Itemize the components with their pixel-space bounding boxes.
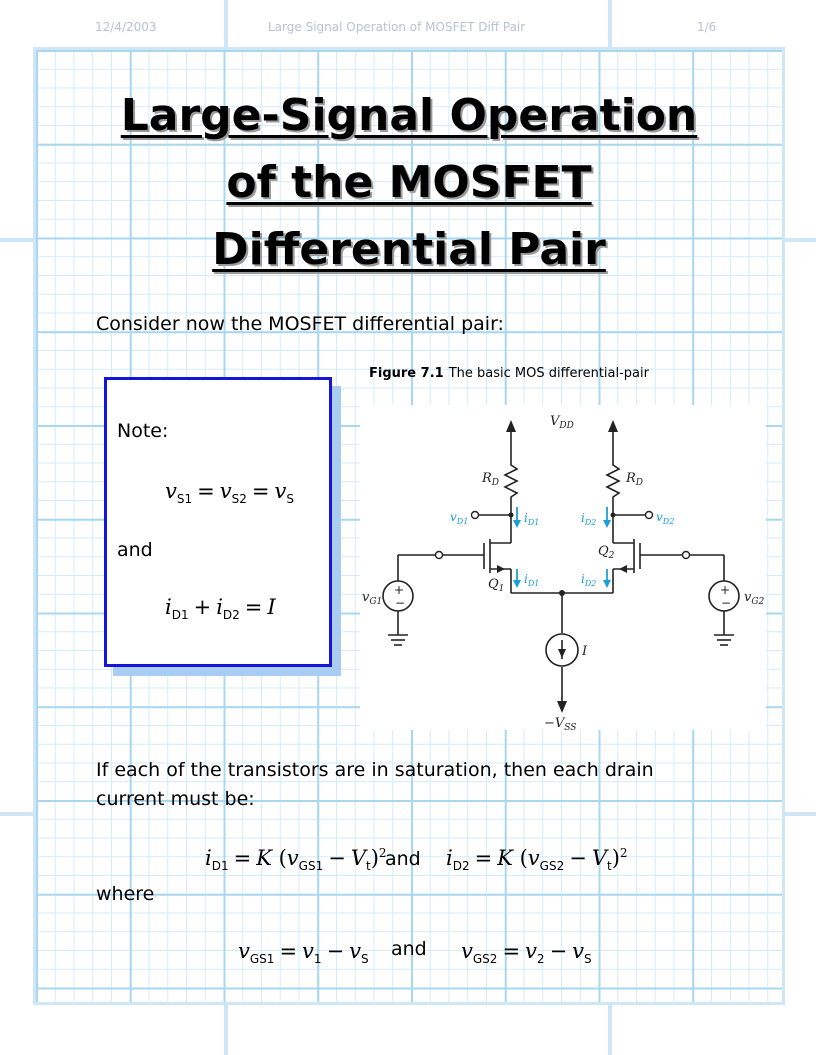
title-line-1: Large-Signal Operation [120, 90, 698, 141]
and-label-2: and [391, 938, 427, 960]
label-id1-top: iD1 [524, 511, 539, 527]
note-box: Note: vS1=vS2=vS and iD1+iD2=I [104, 377, 332, 667]
label-rd-left: RD [481, 471, 499, 488]
graph-paper [33, 47, 785, 1005]
label-vg1: vG1 [362, 590, 382, 607]
circuit-diagram: + − + − VDD RD RD Q1 Q2 vG1 vG2 I −VSS v… [362, 414, 765, 733]
label-vg2: vG2 [744, 590, 765, 607]
equation-vgs2: vGS2=v2−vS [461, 939, 592, 967]
circuit-figure: + − + − VDD RD RD Q1 Q2 vG1 vG2 I −VSS v… [360, 405, 766, 733]
label-q2: Q2 [598, 544, 615, 561]
figure-caption-text: The basic MOS differential-pair [448, 366, 649, 381]
label-id2-top: iD2 [581, 511, 596, 527]
equation-id2: iD2=K (vGS2−Vt)2 [446, 846, 628, 874]
header-doc-title: Large Signal Operation of MOSFET Diff Pa… [268, 20, 526, 34]
label-current-i: I [581, 644, 588, 659]
title-line-3: Differential Pair [212, 224, 606, 275]
header-date: 12/4/2003 [95, 20, 157, 34]
svg-text:+: + [720, 583, 730, 597]
figure-caption: Figure 7.1 The basic MOS differential-pai… [369, 366, 649, 381]
label-vd2: vD2 [656, 510, 674, 526]
figure-number: Figure 7.1 [369, 366, 444, 381]
label-q1: Q1 [488, 577, 504, 594]
page-header: 12/4/2003 Large Signal Operation of MOSF… [0, 20, 816, 40]
title-line-2: of the MOSFET [226, 157, 592, 208]
saturation-text-line-2: current must be: [96, 788, 255, 810]
note-heading: Note: [117, 420, 169, 442]
saturation-text: If each of the transistors are in satura… [96, 756, 654, 814]
where-label: where [96, 883, 155, 905]
note-and-label: and [117, 539, 153, 561]
label-id2-bottom: iD2 [581, 572, 596, 588]
equation-current-sum: iD1+iD2=I [165, 595, 276, 623]
header-page-number: 1/6 [697, 20, 717, 34]
label-vd1: vD1 [450, 510, 468, 526]
label-vss: −VSS [544, 716, 576, 730]
svg-text:−: − [721, 596, 731, 610]
label-vdd: VDD [550, 414, 574, 431]
page-title: Large-Signal Operation of the MOSFET Dif… [33, 82, 785, 283]
saturation-text-line-1: If each of the transistors are in satura… [96, 759, 654, 781]
equation-vgs1: vGS1=v1−vS [238, 939, 369, 967]
label-rd-right: RD [625, 471, 643, 488]
svg-text:+: + [394, 583, 404, 597]
label-id1-bottom: iD1 [524, 572, 539, 588]
equation-id1: iD1=K (vGS1−Vt)2 [205, 846, 387, 874]
svg-text:−: − [395, 596, 405, 610]
intro-text: Consider now the MOSFET differential pai… [96, 313, 504, 335]
equation-source-voltages: vS1=vS2=vS [165, 479, 294, 507]
and-label-1: and [385, 848, 421, 870]
